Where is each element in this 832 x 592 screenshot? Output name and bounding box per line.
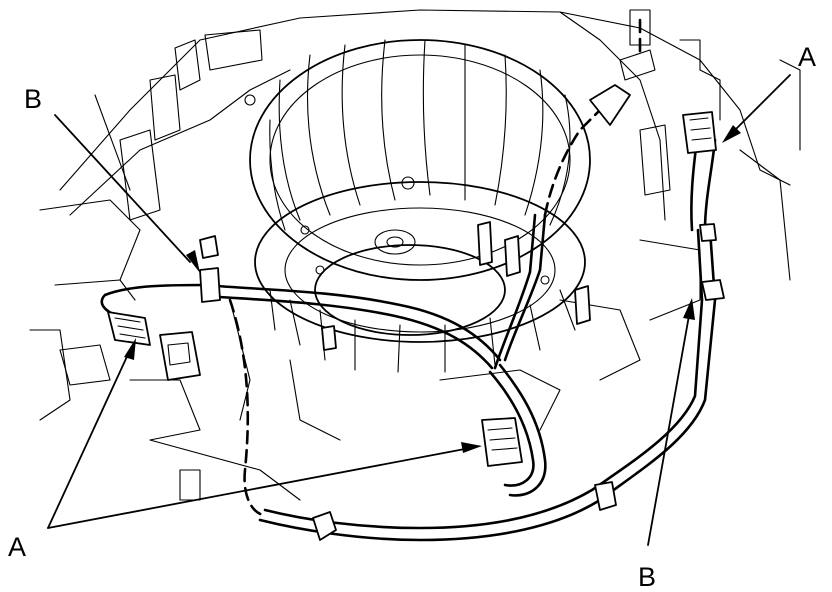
connectors (107, 84, 717, 467)
callout-b-bottom-right: B (638, 562, 656, 592)
wire-harness (100, 138, 717, 542)
callout-a-top-right: A (798, 42, 816, 72)
grommets (199, 223, 725, 541)
leader-lines (47, 74, 791, 546)
routing-dashes (228, 18, 642, 517)
heater-housing (29, 9, 801, 501)
blower-fan (244, 39, 591, 373)
housing-clips (199, 221, 591, 351)
callout-b-top-left: B (24, 84, 42, 114)
callout-a-bottom-left: A (8, 532, 26, 562)
